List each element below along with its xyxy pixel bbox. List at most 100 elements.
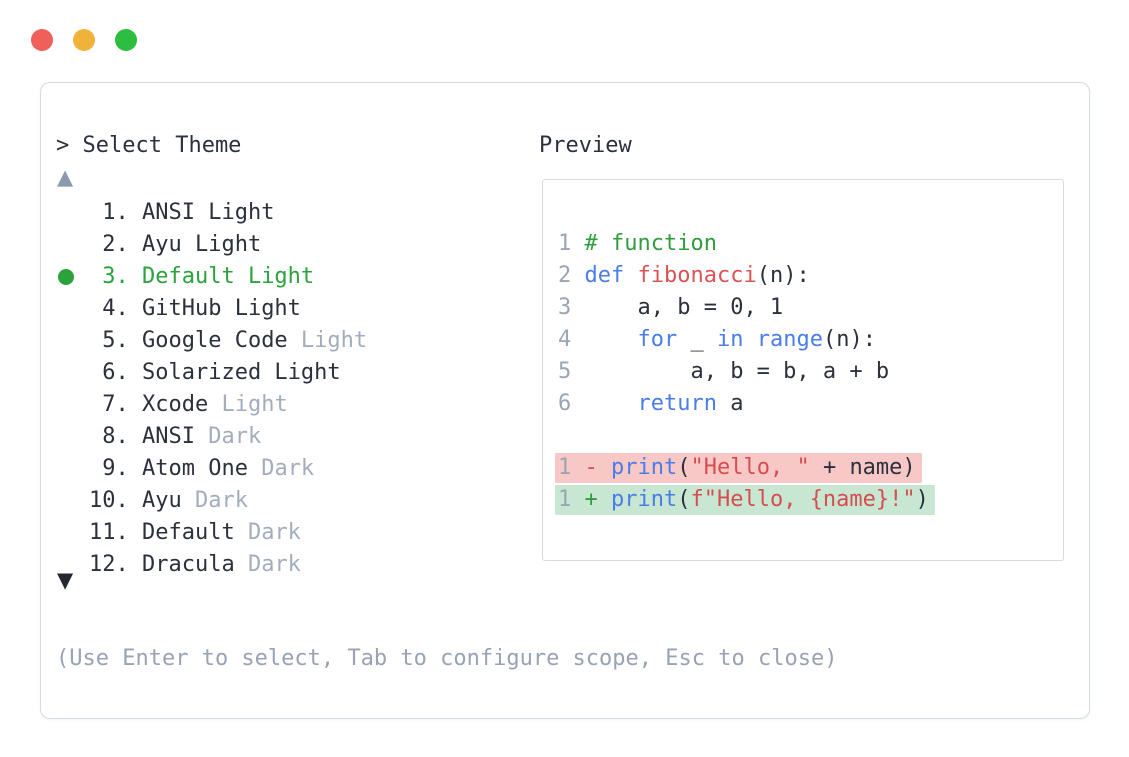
diff-highlight-removed: 1 - print("Hello, " + name): [555, 453, 922, 483]
theme-option-variant: Dark: [181, 488, 248, 513]
theme-option-name: Ayu: [141, 488, 182, 513]
theme-option-number: 10.: [89, 488, 142, 513]
theme-option-number: 8.: [89, 424, 142, 449]
code-token: + name): [809, 455, 916, 480]
theme-option-variant: Dark: [194, 424, 262, 449]
theme-option-3[interactable]: 3. Default Light: [41, 261, 511, 293]
theme-option-variant: Light: [287, 328, 368, 353]
diff-highlight-added: 1 + print(f"Hello, {name}!"): [555, 485, 935, 515]
theme-option-name: Solarized Light: [141, 360, 341, 385]
theme-option-name: ANSI Light: [141, 200, 275, 225]
theme-option-number: 6.: [89, 360, 142, 385]
line-number: 2: [558, 263, 572, 288]
theme-option-4[interactable]: 4. GitHub Light: [41, 293, 511, 325]
code-token: (: [677, 455, 691, 480]
line-number: 6: [558, 391, 572, 416]
theme-option-5[interactable]: 5. Google Code Light: [41, 325, 511, 357]
code-line: 5 a, b = b, a + b: [558, 356, 1057, 388]
theme-option-1[interactable]: 1. ANSI Light: [41, 197, 511, 229]
theme-option-name: Ayu Light: [141, 232, 262, 257]
theme-option-11[interactable]: 11. Default Dark: [41, 517, 511, 549]
code-line: 6 return a: [558, 388, 1057, 420]
diff-sign-removed: -: [584, 455, 598, 480]
code-token: "Hello, ": [690, 455, 810, 480]
code-token: a, b = 0, 1: [584, 295, 784, 320]
code-line: 2 def fibonacci(n):: [558, 260, 1057, 292]
close-button[interactable]: [31, 29, 53, 51]
selected-indicator-icon: [58, 269, 74, 285]
theme-option-9[interactable]: 9. Atom One Dark: [41, 453, 511, 485]
code-line: 1 # function: [558, 228, 1057, 260]
theme-option-name: Xcode: [141, 392, 209, 417]
theme-option-name: Dracula: [141, 552, 235, 577]
theme-option-number: 1.: [89, 200, 142, 225]
theme-option-number: 11.: [89, 520, 142, 545]
diff-line-added: 1 + print(f"Hello, {name}!"): [555, 484, 1057, 516]
code-token: return: [637, 391, 717, 416]
theme-option-variant: Dark: [234, 552, 301, 577]
theme-option-6[interactable]: 6. Solarized Light: [41, 357, 511, 389]
code-token: (n):: [756, 263, 810, 288]
code-token: f"Hello, {name}!": [690, 487, 916, 512]
select-theme-prompt: > Select Theme: [56, 133, 242, 158]
line-number: 1: [558, 487, 572, 512]
scroll-up-icon[interactable]: ▲: [57, 165, 74, 189]
code-token: range: [756, 327, 823, 352]
code-token: ): [915, 487, 929, 512]
code-token: [624, 263, 637, 288]
code-line: 3 a, b = 0, 1: [558, 292, 1057, 324]
code-token: (: [677, 487, 691, 512]
code-token: in: [716, 327, 744, 352]
theme-option-variant: Dark: [234, 520, 301, 545]
code-token: fibonacci: [637, 263, 757, 288]
code-token: [585, 327, 638, 352]
theme-option-name: Default: [141, 520, 235, 545]
code-blank-line: [558, 420, 1057, 452]
scroll-down-icon[interactable]: ▼: [57, 568, 74, 592]
line-number: 1: [558, 231, 572, 256]
preview-label: Preview: [539, 133, 632, 158]
zoom-button[interactable]: [115, 29, 137, 51]
theme-option-number: 3.: [89, 264, 142, 289]
theme-option-8[interactable]: 8. ANSI Dark: [41, 421, 511, 453]
help-text: (Use Enter to select, Tab to configure s…: [56, 646, 838, 671]
code-token: a, b = b, a + b: [584, 359, 890, 384]
code-token: (n):: [822, 327, 876, 352]
line-number: 1: [558, 455, 572, 480]
line-number: 5: [558, 359, 572, 384]
theme-option-variant: Dark: [247, 456, 315, 481]
theme-option-number: 5.: [89, 328, 142, 353]
theme-option-number: 12.: [89, 552, 142, 577]
theme-option-name: ANSI: [141, 424, 195, 449]
line-number: 4: [558, 327, 572, 352]
window-controls: [31, 29, 137, 51]
theme-option-name: Default Light: [141, 264, 315, 289]
theme-option-10[interactable]: 10. Ayu Dark: [41, 485, 511, 517]
theme-option-number: 7.: [89, 392, 142, 417]
theme-option-name: Atom One: [141, 456, 248, 481]
theme-option-number: 2.: [89, 232, 142, 257]
theme-option-7[interactable]: 7. Xcode Light: [41, 389, 511, 421]
code-token: print: [611, 455, 678, 480]
code-token: # function: [584, 231, 717, 256]
diff-line-removed: 1 - print("Hello, " + name): [555, 452, 1057, 484]
code-token: _: [677, 327, 717, 352]
theme-option-12[interactable]: 12. Dracula Dark: [41, 549, 511, 581]
code-line: 4 for _ in range(n):: [558, 324, 1057, 356]
theme-option-name: Google Code: [141, 328, 288, 353]
code-token: a: [716, 391, 744, 416]
theme-option-name: GitHub Light: [141, 296, 301, 321]
diff-sign-added: +: [584, 487, 598, 512]
code-token: def: [584, 263, 625, 288]
line-number: 3: [558, 295, 572, 320]
theme-list: 1. ANSI Light 2. Ayu Light 3. Default Li…: [41, 197, 511, 581]
theme-option-2[interactable]: 2. Ayu Light: [41, 229, 511, 261]
minimize-button[interactable]: [73, 29, 95, 51]
theme-option-number: 9.: [89, 456, 142, 481]
code-token: [585, 391, 638, 416]
code-token: [743, 327, 756, 352]
theme-option-variant: Light: [208, 392, 288, 417]
